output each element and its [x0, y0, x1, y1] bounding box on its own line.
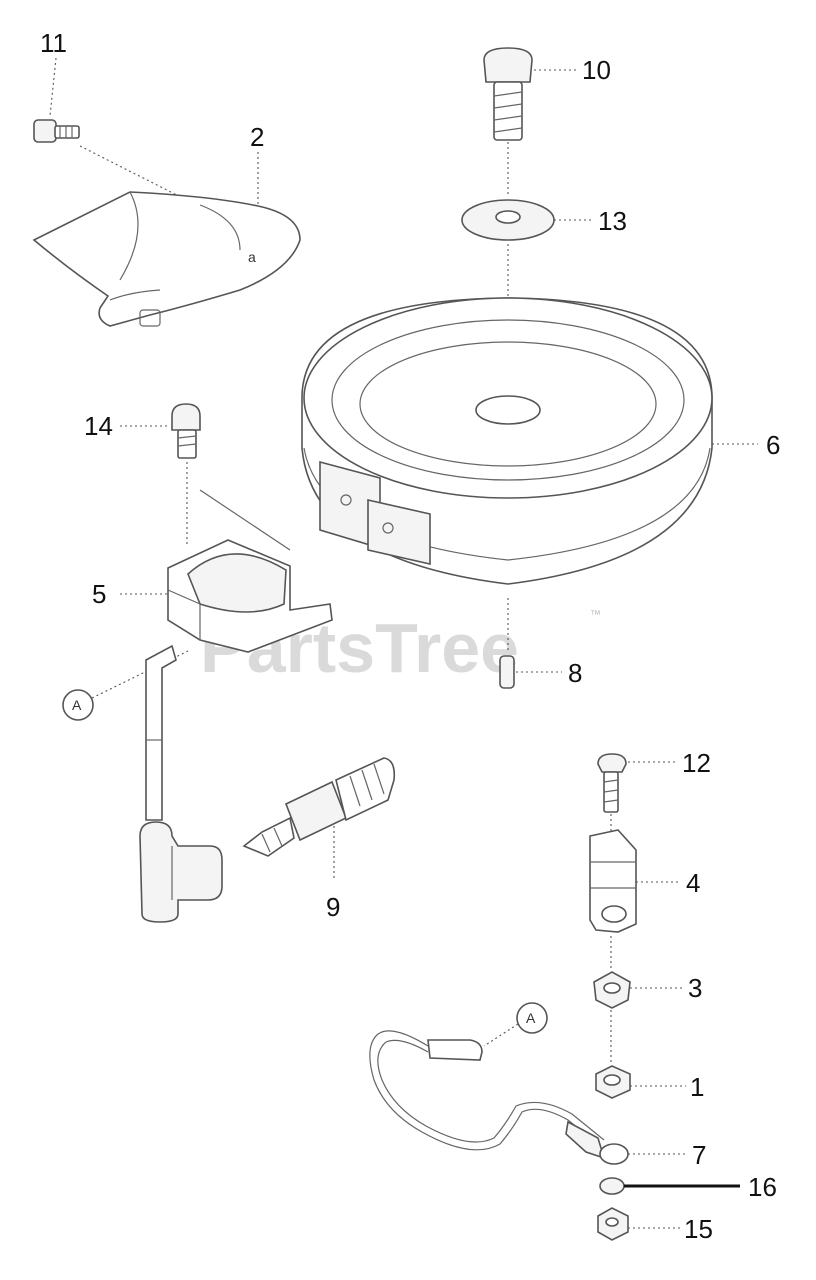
- part-4-bracket[interactable]: [589, 829, 637, 933]
- callout-13: 13: [598, 206, 627, 236]
- callout-2: 2: [250, 122, 264, 152]
- part-6-flywheel[interactable]: [301, 297, 713, 585]
- svg-text:a: a: [248, 249, 256, 265]
- callout-leaders: [49, 57, 758, 1229]
- part-2-cover[interactable]: a: [32, 191, 301, 327]
- part-10-bolt[interactable]: [483, 47, 533, 141]
- part-15-nut[interactable]: [597, 1207, 629, 1241]
- part-16-washer[interactable]: [599, 1177, 625, 1195]
- callout-14: 14: [84, 411, 113, 441]
- callout-3: 3: [688, 973, 702, 1003]
- part-8-key[interactable]: [499, 655, 515, 689]
- callout-9: 9: [326, 892, 340, 922]
- part-11-bolt[interactable]: [33, 119, 80, 143]
- part-12-screw[interactable]: [597, 753, 627, 813]
- callout-16: 16: [748, 1172, 777, 1202]
- callout-8: 8: [568, 658, 582, 688]
- high-tension-lead[interactable]: [139, 644, 223, 923]
- connector-marker-a-left-label: A: [72, 697, 82, 713]
- leader-a-right: [483, 1023, 519, 1047]
- callout-numbers: 11 2 10 13 6 14 5 8 9 12 4 3 1 7 16 15: [40, 28, 780, 1244]
- part-7-ground-wire[interactable]: [369, 1030, 629, 1165]
- callout-15: 15: [684, 1214, 713, 1244]
- callout-10: 10: [582, 55, 611, 85]
- connector-marker-a-right: A: [516, 1002, 548, 1034]
- part-3-nut[interactable]: [593, 971, 631, 1009]
- callout-5: 5: [92, 579, 106, 609]
- part-1-nut[interactable]: [595, 1065, 631, 1099]
- part-5-ignition-coil[interactable]: [167, 489, 333, 653]
- callout-4: 4: [686, 868, 700, 898]
- part-13-washer[interactable]: [461, 199, 555, 241]
- part-14-bolt[interactable]: [171, 403, 201, 459]
- connector-marker-a-left: A: [62, 689, 94, 721]
- callout-7: 7: [692, 1140, 706, 1170]
- connector-marker-a-right-label: A: [526, 1010, 536, 1026]
- callout-1: 1: [690, 1072, 704, 1102]
- part-9-spark-plug[interactable]: [242, 757, 396, 857]
- callout-12: 12: [682, 748, 711, 778]
- callout-6: 6: [766, 430, 780, 460]
- callout-11: 11: [40, 28, 67, 58]
- watermark-trademark: ™: [590, 609, 601, 621]
